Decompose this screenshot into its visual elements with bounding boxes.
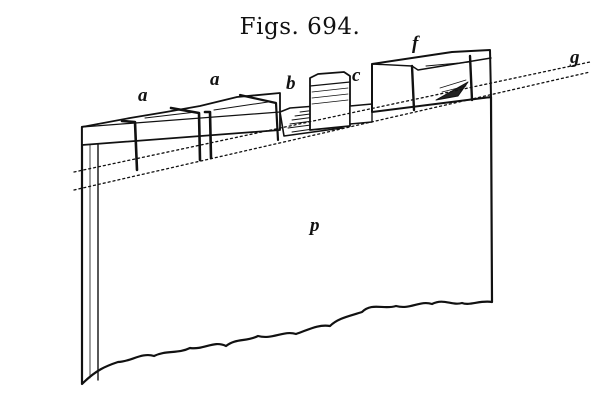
block-c xyxy=(309,71,351,131)
label-c: c xyxy=(352,65,361,86)
block-joint-4 xyxy=(238,93,280,142)
label-p: p xyxy=(310,215,320,236)
dotted-line-g-upper xyxy=(73,61,591,173)
label-b: b xyxy=(286,73,296,94)
label-a-1: a xyxy=(138,85,148,106)
block-joint-1 xyxy=(120,119,139,172)
label-f: f xyxy=(412,33,419,54)
block-f-joint-2 xyxy=(468,54,474,102)
block-f-joint-1 xyxy=(410,64,416,112)
slab-front-face xyxy=(80,95,494,386)
dotted-line-g-lower xyxy=(73,71,591,191)
block-c-recess xyxy=(349,103,373,125)
block-joint-2 xyxy=(169,106,202,162)
label-a-2: a xyxy=(210,69,220,90)
label-g: g xyxy=(570,47,580,68)
figure-title: Figs. 694. xyxy=(239,14,361,40)
